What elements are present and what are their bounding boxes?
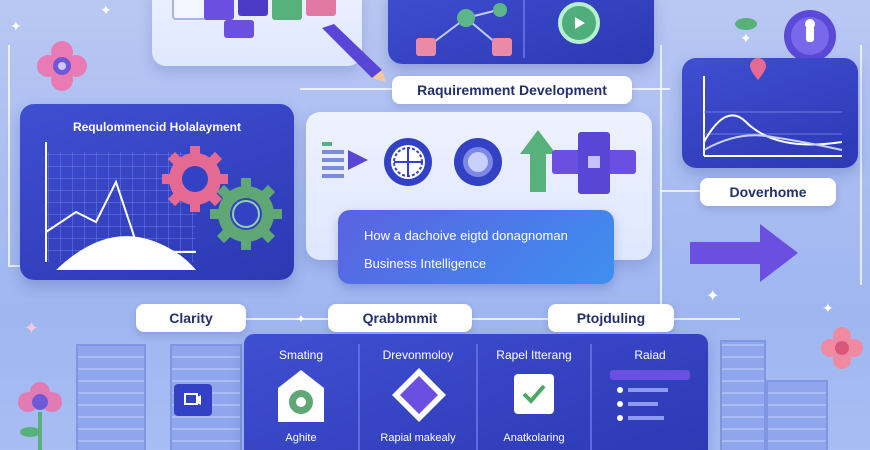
clarity-pill[interactable]: Clarity <box>136 304 246 332</box>
tile-divider <box>476 344 478 450</box>
sparkle-icon: ✦ <box>740 30 752 46</box>
screen-icon[interactable] <box>174 384 212 416</box>
top-workflow-card <box>388 0 654 64</box>
flower-icon <box>14 380 66 450</box>
trend-chart-icon <box>696 72 846 162</box>
list-arrow-icon <box>320 138 372 182</box>
sparkle-icon: ✦ <box>296 312 307 326</box>
ring-icon[interactable] <box>452 136 504 188</box>
sparkle-icon: ✦ <box>706 288 720 305</box>
sparkle-icon: ✦ <box>100 2 112 18</box>
lightbulb-icon <box>780 6 840 74</box>
map-pin-icon <box>750 58 766 80</box>
bi-subtitle: Business Intelligence <box>364 256 487 271</box>
panel-title: Requlommencid Holalayment <box>72 120 242 134</box>
gear-icon <box>208 176 284 252</box>
connector-line <box>660 190 700 192</box>
right-trend-card <box>682 58 858 168</box>
tile-title: Raiad <box>634 348 666 362</box>
flow-diagram-icon <box>406 0 516 58</box>
bi-info-box[interactable]: How a dachoive eigtd donagnoman Business… <box>338 210 614 284</box>
qrabbmmit-pill[interactable]: Qrabbmmit <box>328 304 472 332</box>
diamond-icon <box>390 366 448 424</box>
pencil-icon <box>316 22 386 82</box>
sparkle-icon: ✦ <box>10 18 22 34</box>
checkbox-icon <box>514 374 554 414</box>
sparkle-icon: ✦ <box>24 318 40 338</box>
tile-title: Drevonmoloy <box>382 348 454 362</box>
bi-headline: How a dachoive eigtd donagnoman <box>364 228 568 243</box>
up-arrow-icon <box>518 128 558 194</box>
tile-caption: Aghite <box>285 432 317 444</box>
building-illustration <box>766 380 828 450</box>
tile-title: Smating <box>278 348 324 362</box>
feature-tile[interactable]: Raiad <box>592 334 708 450</box>
building-illustration <box>720 340 766 450</box>
connector-line <box>860 45 862 285</box>
connector-line <box>660 45 662 305</box>
connector-block-icon <box>552 130 636 196</box>
list-panel-icon <box>610 370 690 430</box>
connector-line <box>8 45 10 265</box>
tile-caption: Rapial makealy <box>380 432 456 444</box>
divider <box>523 0 525 58</box>
sparkle-icon: ✦ <box>822 300 834 316</box>
blocks-icon <box>204 0 344 40</box>
building-illustration <box>76 344 146 450</box>
ptojduling-pill[interactable]: Ptojduling <box>548 304 674 332</box>
right-arrow-icon <box>690 222 800 284</box>
target-icon[interactable] <box>382 136 434 188</box>
feature-tile[interactable]: Smating Aghite <box>244 334 358 450</box>
feature-tile[interactable]: Rapel Itterang Anatkolaring <box>478 334 590 450</box>
flower-icon <box>36 40 88 92</box>
bottom-features-panel: Smating Aghite Drevonmoloy Rapial makeal… <box>244 334 708 450</box>
play-icon[interactable] <box>558 2 600 44</box>
tile-divider <box>590 344 592 450</box>
left-analytics-panel: Requlommencid Holalayment <box>20 104 294 280</box>
tile-caption: Anatkolaring <box>503 432 565 444</box>
flower-icon <box>820 326 864 370</box>
center-tools-panel: How a dachoive eigtd donagnoman Business… <box>306 112 652 284</box>
shield-icon <box>276 368 326 424</box>
gear-icon <box>160 144 230 214</box>
feature-tile[interactable]: Drevonmoloy Rapial makealy <box>360 334 476 450</box>
leaf-icon <box>734 16 758 32</box>
requirement-development-pill[interactable]: Raquiremment Development <box>392 76 632 104</box>
doverhome-pill[interactable]: Doverhome <box>700 178 836 206</box>
tile-divider <box>358 344 360 450</box>
tile-title: Rapel Itterang <box>496 348 572 362</box>
